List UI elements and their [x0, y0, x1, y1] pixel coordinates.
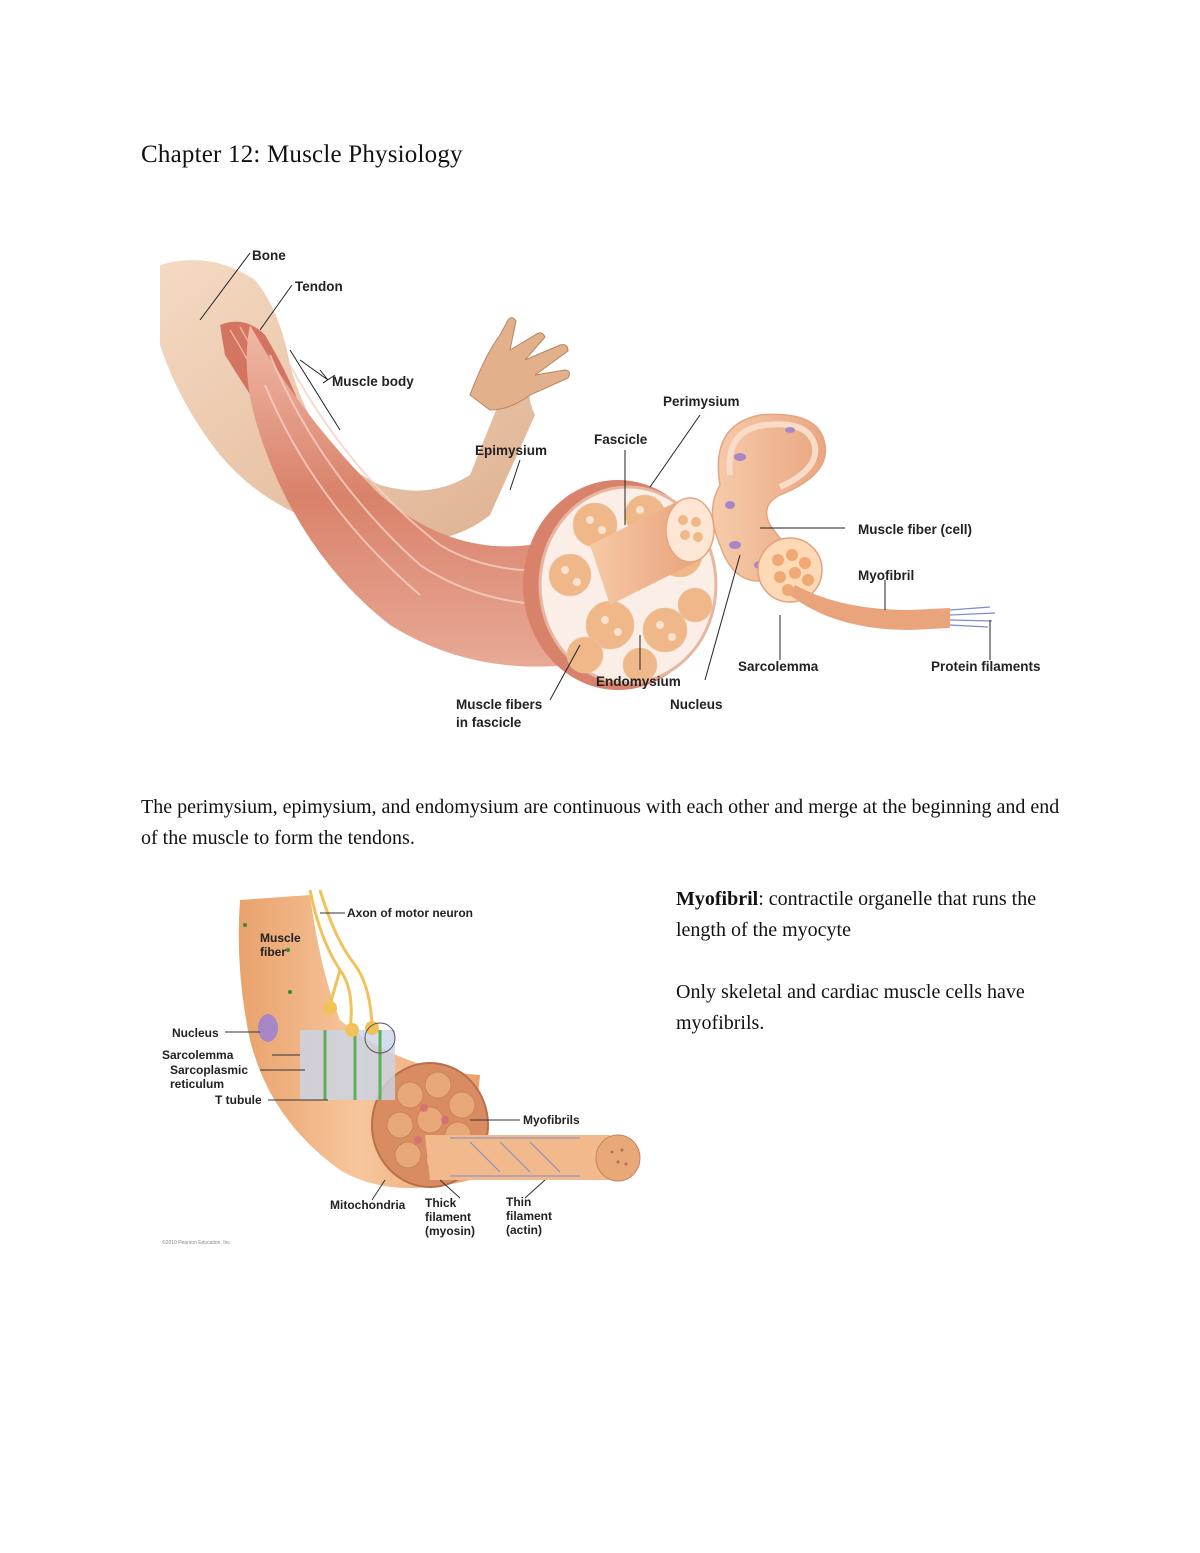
definition-block: Myofibril: contractile organelle that ru… — [676, 884, 1066, 1070]
page-title: Chapter 12: Muscle Physiology — [141, 141, 463, 168]
label-endomysium: Endomysium — [596, 674, 681, 689]
label-myofibril: Myofibril — [858, 568, 914, 583]
label-muscle-body: Muscle body — [332, 374, 414, 389]
definition-note: Only skeletal and cardiac muscle cells h… — [676, 981, 1025, 1034]
label-thin-filament: filament — [506, 1209, 552, 1223]
label-sarcolemma-2: Sarcolemma — [162, 1048, 234, 1062]
label-myofibrils: Myofibrils — [523, 1113, 580, 1127]
label-mitochondria: Mitochondria — [330, 1198, 406, 1212]
label-epimysium: Epimysium — [475, 443, 547, 458]
label-tendon: Tendon — [295, 279, 343, 294]
label-nucleus-2: Nucleus — [172, 1026, 219, 1040]
label-thin: Thin — [506, 1195, 531, 1209]
label-nucleus: Nucleus — [670, 697, 723, 712]
definition-term: Myofibril — [676, 888, 759, 910]
copyright-note: ©2010 Pearson Education, Inc. — [162, 1239, 231, 1246]
definition-paragraph: Myofibril: contractile organelle that ru… — [676, 884, 1066, 946]
muscle-structure-figure: Bone Tendon Muscle body Epimysium Fascic… — [160, 248, 1041, 730]
label-reticulum: reticulum — [170, 1077, 224, 1091]
label-myosin: (myosin) — [425, 1224, 475, 1238]
label-actin: (actin) — [506, 1223, 542, 1237]
muscle-fiber-figure: Axon of motor neuron Muscle fiber Nucleu… — [162, 889, 641, 1246]
label-perimysium: Perimysium — [663, 394, 740, 409]
label-axon: Axon of motor neuron — [347, 906, 473, 920]
definition-text: : contractile organelle that runs the le… — [676, 888, 1037, 941]
label-muscle-fiber-cell: Muscle fiber (cell) — [858, 522, 972, 537]
label-sarcolemma: Sarcolemma — [738, 659, 819, 674]
label-fiber: fiber — [260, 945, 286, 959]
label-fascicle: Fascicle — [594, 432, 648, 447]
label-muscle: Muscle — [260, 931, 301, 945]
label-bone: Bone — [252, 248, 286, 263]
body-paragraph: The perimysium, epimysium, and endomysiu… — [141, 796, 1060, 849]
label-protein-filaments: Protein filaments — [931, 659, 1041, 674]
label-thick-filament: filament — [425, 1210, 471, 1224]
label-thick: Thick — [425, 1196, 457, 1210]
label-muscle-fibers: Muscle fibers — [456, 697, 542, 712]
label-in-fascicle: in fascicle — [456, 715, 522, 730]
label-t-tubule: T tubule — [215, 1093, 262, 1107]
label-sarcoplasmic: Sarcoplasmic — [170, 1063, 248, 1077]
